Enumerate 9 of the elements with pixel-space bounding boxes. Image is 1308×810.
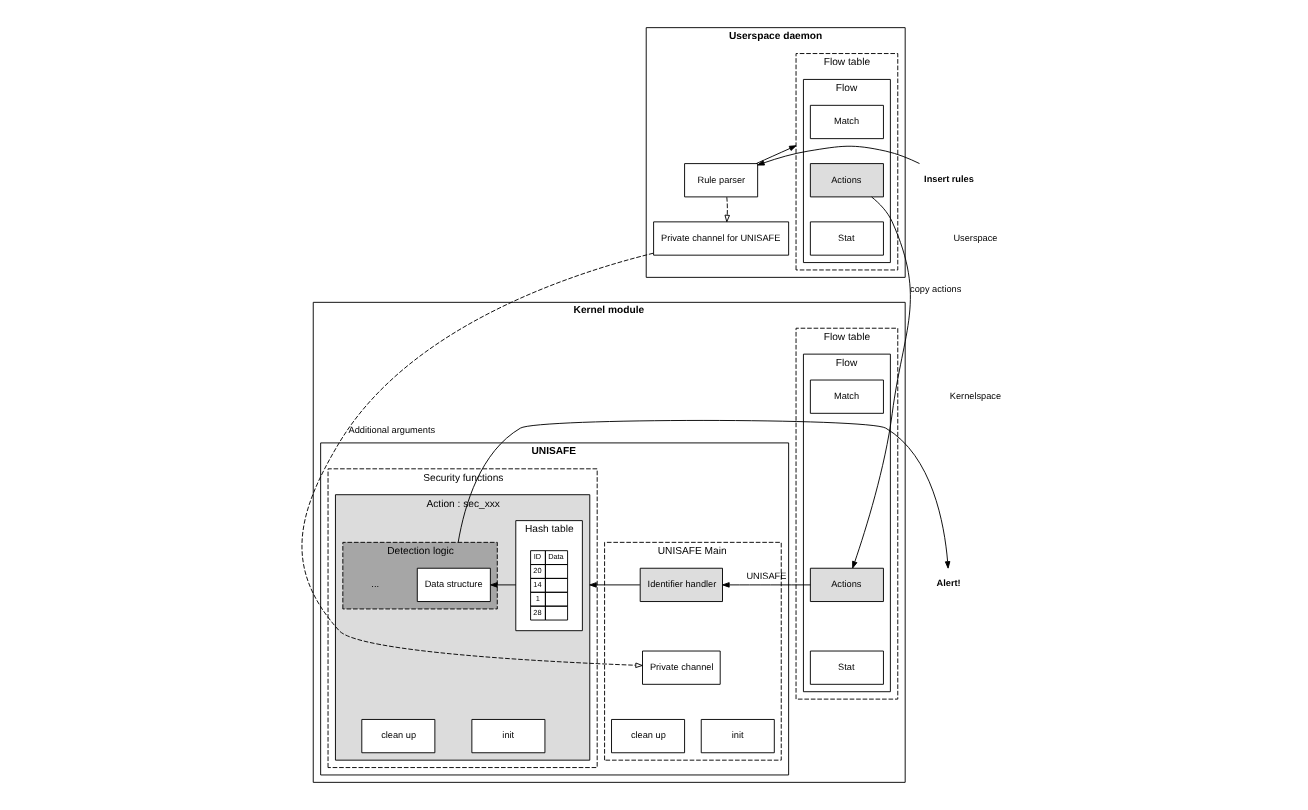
arrow	[721, 582, 810, 588]
arrow	[754, 145, 796, 165]
arrow	[756, 145, 919, 166]
arrow	[588, 582, 640, 588]
arrow	[489, 582, 516, 588]
arrow	[300, 252, 653, 668]
arrow	[723, 196, 729, 223]
arrow	[456, 420, 950, 569]
arrow	[851, 196, 910, 569]
